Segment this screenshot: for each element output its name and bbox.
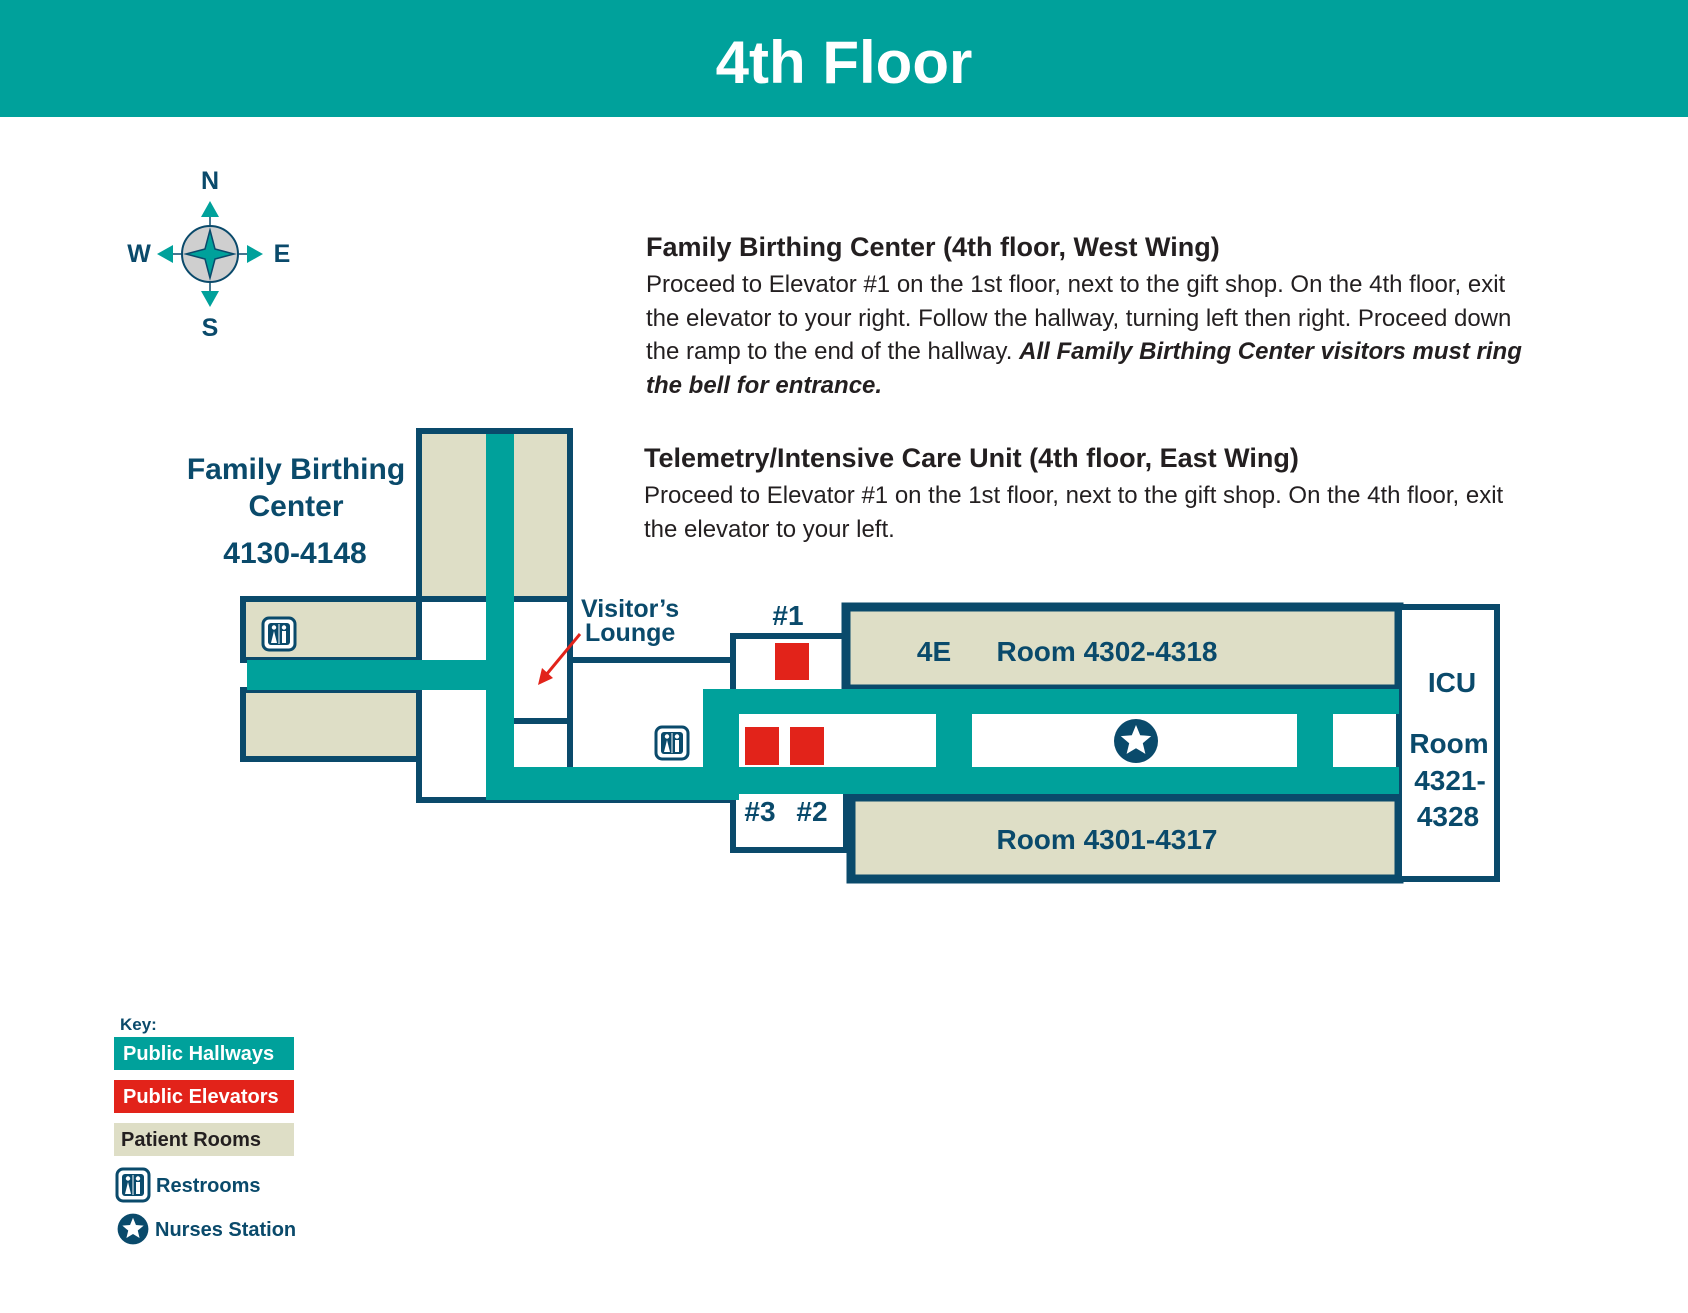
visitors-lounge-room	[508, 596, 573, 724]
directions-east-heading: Telemetry/Intensive Care Unit (4th floor…	[644, 443, 1299, 473]
fbc-label-line2: Center	[248, 490, 343, 523]
elevator-3	[745, 727, 779, 765]
elevator-2-label: #2	[796, 796, 827, 827]
key-patient-rooms-swatch	[114, 1123, 294, 1156]
fbc-west-rooms-south	[240, 687, 422, 762]
directions-east-wing: Telemetry/Intensive Care Unit (4th floor…	[644, 441, 1524, 546]
wing-4e-label: 4E	[917, 636, 951, 667]
compass-west-label: W	[127, 240, 151, 268]
elevator-1	[775, 643, 809, 680]
rooms-south-label: Room 4301-4317	[996, 824, 1217, 855]
rooms-north-label: Room 4302-4318	[996, 636, 1217, 667]
directions-west-heading: Family Birthing Center (4th floor, West …	[646, 232, 1220, 262]
restroom-icon	[115, 1167, 151, 1203]
public-hallways	[247, 434, 1399, 800]
key-patient-rooms-label: Patient Rooms	[121, 1129, 261, 1151]
key-nurses-station-label: Nurses Station	[155, 1219, 296, 1241]
header-banner: 4th Floor	[0, 0, 1688, 117]
nurses-station-star-icon	[117, 1213, 149, 1245]
directions-west-emphasis: All Family Birthing Center visitors must…	[646, 338, 1522, 399]
visitors-lounge-line2: Lounge	[585, 619, 675, 647]
icu-room-line3: 4328	[1417, 801, 1479, 832]
restroom-icon	[654, 725, 690, 761]
key-restrooms-label: Restrooms	[156, 1175, 260, 1197]
nurses-station-star-icon	[1114, 719, 1158, 763]
directions-west-wing: Family Birthing Center (4th floor, West …	[646, 230, 1526, 402]
rooms-south-block	[846, 792, 1404, 884]
key-hallways-label: Public Hallways	[123, 1043, 274, 1065]
directions-west-body: Proceed to Elevator #1 on the 1st floor,…	[646, 271, 1512, 365]
icu-block	[1396, 604, 1500, 882]
key-title: Key:	[120, 1015, 157, 1034]
directions-west-text: Proceed to Elevator #1 on the 1st floor,…	[646, 268, 1526, 402]
restroom-icon	[261, 616, 297, 652]
arrow-icon	[538, 633, 582, 685]
key-hallways-swatch	[114, 1037, 294, 1070]
icu-room-line1: Room	[1409, 728, 1488, 759]
elevator-3-label: #3	[744, 796, 775, 827]
fbc-label-line1: Family Birthing	[187, 453, 405, 486]
key-elevators-label: Public Elevators	[123, 1086, 279, 1108]
elevator-2	[790, 727, 824, 765]
connector-wall	[570, 657, 736, 690]
elevator-1-label: #1	[772, 600, 803, 631]
compass-north-label: N	[201, 167, 219, 195]
map-key: Key: Public Hallways Public Elevators Pa…	[114, 1015, 296, 1245]
compass-rose-icon	[157, 201, 263, 307]
key-elevators-swatch	[114, 1080, 294, 1113]
fbc-room-range: 4130-4148	[223, 537, 366, 570]
icu-label: ICU	[1428, 667, 1476, 698]
icu-room-line2: 4321-	[1414, 765, 1486, 796]
directions-east-text: Proceed to Elevator #1 on the 1st floor,…	[644, 482, 1504, 543]
page-title: 4th Floor	[715, 29, 973, 96]
compass-east-label: E	[274, 240, 291, 268]
visitors-lounge-line1: Visitor’s	[581, 595, 679, 623]
compass-south-label: S	[202, 314, 219, 342]
